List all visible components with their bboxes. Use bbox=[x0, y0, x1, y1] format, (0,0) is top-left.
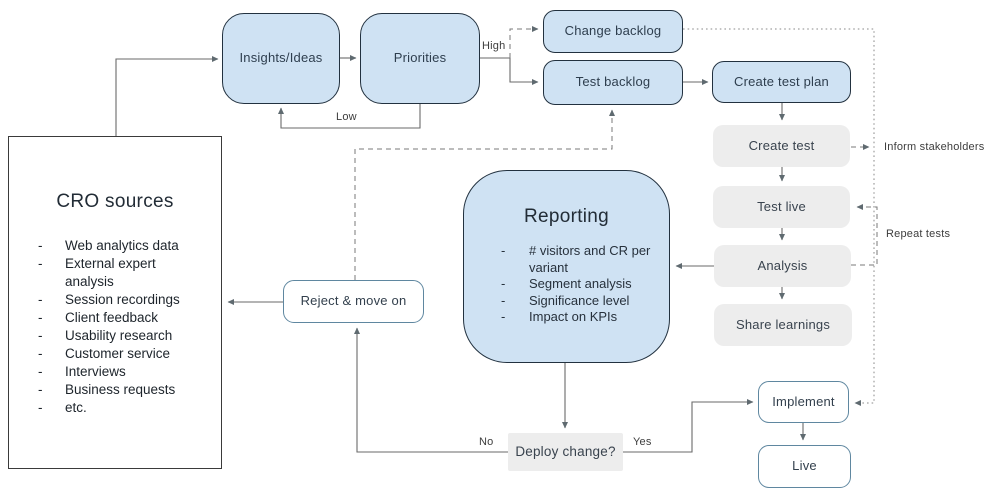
list-item-text: Usability research bbox=[65, 328, 173, 343]
node-label: Reject & move on bbox=[300, 293, 407, 309]
node-label: Create test bbox=[748, 137, 815, 153]
bullet-dash: - bbox=[38, 328, 43, 343]
bullet-dash: - bbox=[38, 382, 43, 397]
bullet-dash: - bbox=[38, 364, 43, 379]
list-item-text: Interviews bbox=[65, 364, 126, 379]
list-item: - Client feedback bbox=[38, 309, 213, 327]
edge-high-to-change-backlog-dashed bbox=[509, 26, 539, 58]
node-label: Share learnings bbox=[735, 316, 831, 332]
bullet-dash: - bbox=[501, 309, 506, 324]
list-item: - External expert analysis bbox=[38, 255, 213, 291]
edge-label-no: No bbox=[479, 436, 494, 448]
edge-priorities-high-to-test-backlog bbox=[480, 57, 539, 85]
list-item-text: Business requests bbox=[65, 382, 176, 397]
bullet-dash: - bbox=[501, 276, 506, 291]
node-label: Implement bbox=[772, 393, 835, 409]
node-priorities: Priorities bbox=[360, 13, 480, 104]
node-label: Live bbox=[792, 458, 817, 474]
bullet-dash: - bbox=[501, 292, 506, 308]
node-label: Test backlog bbox=[575, 74, 651, 90]
edge-priorities-low-to-insights bbox=[278, 104, 421, 129]
node-deploy-change: Deploy change? bbox=[508, 433, 623, 471]
list-item-text: # visitors and CR per variant bbox=[529, 243, 651, 275]
reporting-title: Reporting bbox=[523, 206, 610, 227]
node-label: Priorities bbox=[393, 50, 447, 66]
node-implement: Implement bbox=[758, 381, 849, 423]
list-item: - Significance level bbox=[501, 293, 655, 310]
edge-deploy-no-to-reject bbox=[354, 327, 508, 453]
bullet-dash: - bbox=[501, 243, 506, 258]
bullet-dash: - bbox=[38, 238, 43, 253]
list-item-text: Segment analysis bbox=[529, 276, 632, 291]
list-item-text: Web analytics data bbox=[65, 238, 179, 253]
list-item-text: Customer service bbox=[65, 346, 171, 361]
cro-sources-list: - Web analytics data - External expert ana… bbox=[9, 237, 221, 417]
list-item-text: Client feedback bbox=[65, 310, 159, 325]
list-item: - Segment analysis bbox=[501, 276, 655, 293]
edge-cro-to-insights bbox=[115, 56, 219, 136]
node-test-backlog: Test backlog bbox=[543, 60, 683, 105]
list-item: - Customer service bbox=[38, 345, 213, 363]
bullet-dash: - bbox=[38, 292, 43, 307]
bullet-dash: - bbox=[38, 310, 43, 325]
node-reject-move-on: Reject & move on bbox=[283, 280, 424, 323]
edge-change-backlog-to-implement-dotted bbox=[683, 28, 875, 406]
node-label: Create test plan bbox=[734, 73, 829, 89]
list-item-text: Impact on KPIs bbox=[529, 309, 618, 324]
bullet-dash: - bbox=[38, 400, 43, 415]
node-label: Deploy change? bbox=[515, 443, 616, 459]
node-change-backlog: Change backlog bbox=[543, 10, 683, 53]
node-insights-ideas: Insights/Ideas bbox=[222, 13, 340, 104]
node-label: Change backlog bbox=[564, 23, 662, 39]
list-item: - Usability research bbox=[38, 327, 213, 345]
node-share-learnings: Share learnings bbox=[714, 304, 852, 346]
list-item: - etc. bbox=[38, 399, 213, 417]
edge-deploy-yes-to-implement bbox=[623, 399, 754, 453]
edge-label-low: Low bbox=[336, 111, 357, 123]
list-item: - Business requests bbox=[38, 381, 213, 399]
edge-analysis-repeat-to-test-live-dashed bbox=[851, 204, 878, 266]
list-item-text: External expert analysis bbox=[65, 256, 156, 289]
node-analysis: Analysis bbox=[714, 245, 851, 287]
list-item: - # visitors and CR per variant bbox=[501, 243, 655, 276]
node-reporting: Reporting - # visitors and CR per variant… bbox=[463, 170, 670, 363]
edge-label-high: High bbox=[482, 40, 506, 52]
node-cro-sources: CRO sources - Web analytics data - Externa… bbox=[8, 136, 222, 469]
node-label: Analysis bbox=[757, 257, 808, 273]
list-item: - Session recordings bbox=[38, 291, 213, 309]
edge-label-inform-stakeholders: Inform stakeholders bbox=[884, 141, 985, 153]
node-label: Insights/Ideas bbox=[239, 50, 323, 66]
node-live: Live bbox=[758, 445, 851, 488]
node-test-live: Test live bbox=[713, 186, 850, 228]
bullet-dash: - bbox=[38, 346, 43, 361]
node-create-test: Create test bbox=[713, 125, 850, 167]
node-create-test-plan: Create test plan bbox=[712, 61, 851, 103]
edge-label-yes: Yes bbox=[633, 436, 652, 448]
reporting-list: - # visitors and CR per variant - Segment … bbox=[464, 243, 669, 326]
list-item-text: Session recordings bbox=[65, 292, 180, 307]
list-item-text: Significance level bbox=[529, 292, 630, 308]
list-item: - Impact on KPIs bbox=[501, 309, 655, 326]
edge-label-repeat-tests: Repeat tests bbox=[886, 228, 951, 240]
edge-reject-to-test-backlog-dashed bbox=[354, 109, 615, 280]
cro-sources-title: CRO sources bbox=[56, 191, 174, 212]
list-item: - Interviews bbox=[38, 363, 213, 381]
list-item-text: etc. bbox=[65, 400, 87, 415]
node-label: Test live bbox=[757, 198, 806, 214]
list-item: - Web analytics data bbox=[38, 237, 213, 255]
bullet-dash: - bbox=[38, 256, 43, 271]
